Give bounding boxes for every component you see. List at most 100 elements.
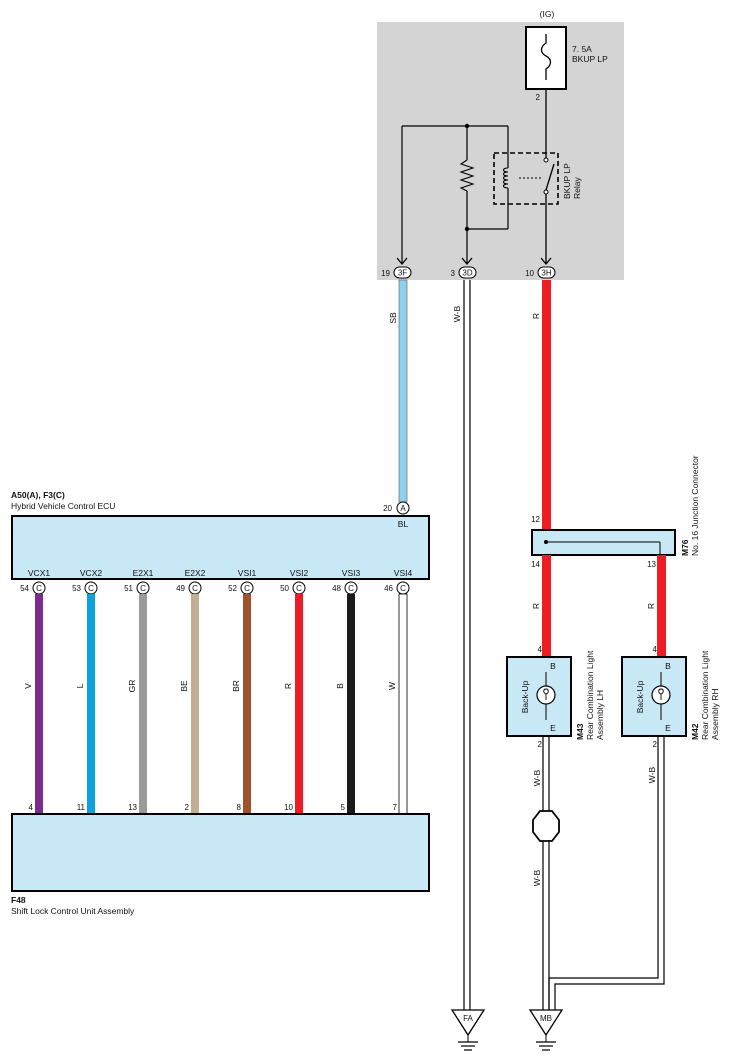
wire-wb-splice-label: W-B (532, 869, 542, 886)
wire-r-lh-label: R (531, 603, 541, 609)
shift-lock-body (11, 813, 430, 892)
shift-lock-pin-number: 13 (128, 803, 137, 812)
signal-wire-color-label: V (23, 683, 33, 689)
ecu-terminal-label: VSI1 (238, 568, 257, 578)
signal-wire-color-label: BR (231, 680, 241, 692)
lamp-rh-term-e: E (665, 723, 671, 733)
lamp-lh-id: M43 (575, 723, 585, 740)
shift-lock-pin-number: 5 (341, 803, 346, 812)
lamp-rh-filament-icon (658, 688, 664, 700)
ecu-top-code: A (400, 504, 406, 513)
relay-coil-icon (502, 167, 509, 189)
connector-3h: 3H 10 (525, 257, 556, 279)
junction-pin-right: 13 (647, 560, 656, 569)
signal-wire-color-label: GR (127, 680, 137, 693)
shift-lock-pin-number: 10 (284, 803, 293, 812)
relay-name-line1: BKUP LP (562, 163, 572, 199)
signal-wire-color-label: L (75, 683, 85, 688)
fuse-pin: 2 (536, 93, 541, 102)
junction-name: No. 16 Junction Connector (690, 455, 700, 556)
lamp-lh-name-2: Assembly LH (595, 690, 605, 740)
resistor-icon (459, 159, 475, 192)
signal-wire (243, 594, 251, 814)
ecu-terminal-label: VSI4 (394, 568, 413, 578)
lamp-rh-name-2: Assembly RH (710, 689, 720, 740)
ecu-pin-code: C (88, 584, 94, 593)
wire-wb-fa: W-B (452, 280, 471, 1010)
ig-label: (IG) (540, 9, 555, 19)
fuse-rating: 7. 5A (572, 44, 592, 54)
junction-connector: 12 M76 No. 16 Junction Connector 14 13 (531, 455, 700, 569)
wire-wb-rh: W-B (548, 736, 665, 1010)
ground-mb-code: MB (540, 1014, 552, 1023)
ecu-terminal-label: VSI2 (290, 568, 309, 578)
wire-wb-rh-line-a (548, 736, 659, 1010)
relay-switch-blade (545, 163, 555, 191)
ecu-terminal-label: VSI3 (342, 568, 361, 578)
ecu-pin-code: C (192, 584, 198, 593)
ground-fa-triangle (450, 1009, 486, 1037)
connector-3h-code: 3H (541, 269, 551, 278)
lamp-lh-pin-top: 4 (538, 645, 543, 654)
ecu-pin-number: 54 (20, 584, 29, 593)
ecu-terminal-label: E2X1 (133, 568, 154, 578)
ecu-pin-code: C (36, 584, 42, 593)
wire-wb-lh: W-B W-B (532, 736, 560, 1010)
relay-contact-top (543, 157, 549, 163)
ground-mb-triangle (528, 1009, 564, 1037)
ecu-ids: A50(A), F3(C) (11, 490, 65, 500)
lamp-rh-name-1: Rear Combination Light (700, 650, 710, 740)
fuse-symbol (540, 34, 552, 80)
ecu-pin-code: C (244, 584, 250, 593)
wire-sb: SB (388, 279, 408, 503)
shift-lock-unit: F48 Shift Lock Control Unit Assembly (11, 813, 430, 916)
lamp-lh-term-e: E (550, 723, 556, 733)
ecu-pin-number: 51 (124, 584, 133, 593)
ecu-top-connector (396, 501, 410, 515)
signal-vsi3: VSI348CB5VSX3 (332, 568, 362, 828)
connector-3f: 3F 19 (381, 257, 412, 279)
relay-coil-box (493, 152, 559, 205)
wire-r-main-label: R (531, 313, 541, 319)
ecu-top-pin: 20 (383, 504, 392, 513)
connector-3d: 3D 3 (451, 257, 477, 279)
shift-lock-name: Shift Lock Control Unit Assembly (11, 906, 135, 916)
signal-wire (35, 594, 43, 814)
ecu-pin-code: C (348, 584, 354, 593)
lamp-rh-label: Back-Up (635, 680, 645, 713)
signal-wire (347, 594, 355, 814)
ecu-pin-number: 46 (384, 584, 393, 593)
wire-r-lh-body (542, 555, 551, 656)
connector-3f-chevron (396, 257, 408, 266)
splice-point (532, 810, 560, 842)
signal-wire (139, 594, 147, 814)
connector-3h-badge (537, 266, 556, 279)
wire-wb-rh-label: W-B (647, 766, 657, 783)
wire-r-rh: R (646, 555, 666, 656)
junction-pin-left: 14 (531, 560, 540, 569)
ecu: A50(A), F3(C) Hybrid Vehicle Control ECU… (11, 490, 430, 580)
connector-3f-badge (393, 266, 412, 279)
ecu-body (11, 515, 430, 580)
signal-vsi1: VSI152CBR8VSX1 (228, 568, 258, 828)
lamp-lh-pin-bottom: 2 (538, 740, 543, 749)
relay-name-line2: Relay (572, 177, 582, 199)
ecu-pin-code: C (400, 584, 406, 593)
connector-3d-badge (458, 266, 477, 279)
lamp-rh-pin-bottom: 2 (653, 740, 658, 749)
wire-r-rh-body (657, 555, 666, 656)
signal-vcx2: VCX253CL11VCX2 (72, 568, 102, 828)
wire-r-rh-label: R (646, 603, 656, 609)
signal-wire (398, 593, 408, 815)
relay-block: (IG) 7. 5A BKUP LP 2 BKUP LP Relay (377, 9, 624, 280)
lamp-lh-term-b: B (550, 661, 556, 671)
signal-columns: VCX154CV4VCX1VCX253CL11VCX2E2X151CGR13E2… (20, 568, 414, 828)
ecu-pin-number: 48 (332, 584, 341, 593)
shift-lock-pin-number: 4 (29, 803, 34, 812)
ecu-terminal-label: VCX2 (80, 568, 102, 578)
connector-3h-pin: 10 (525, 269, 534, 278)
signal-wire-color-label: R (283, 683, 293, 689)
signal-wire-color-label: W (387, 682, 397, 690)
signal-wire-color-label: BE (179, 680, 189, 692)
